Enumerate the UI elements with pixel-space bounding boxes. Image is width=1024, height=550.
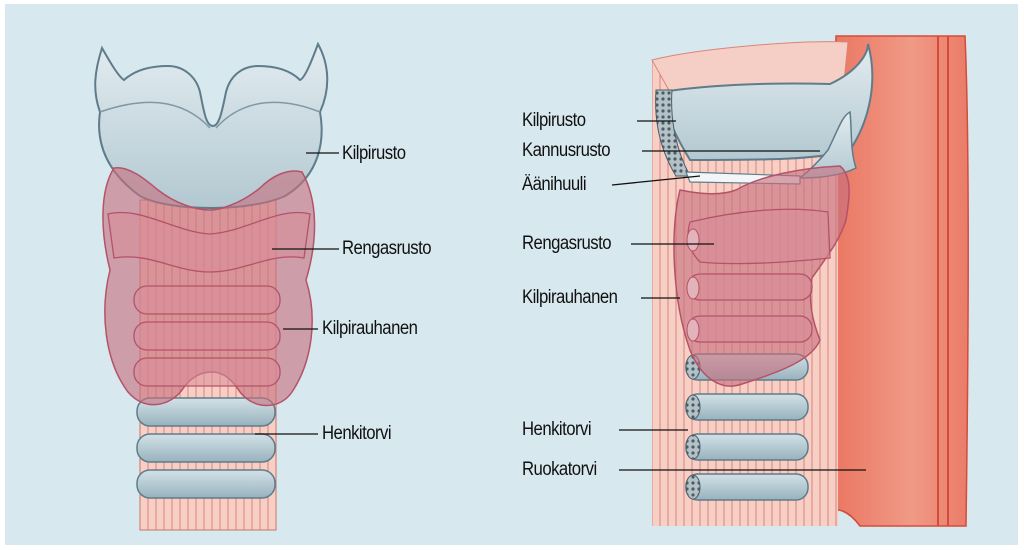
label-side-trachea: Henkitorvi xyxy=(522,419,591,441)
label-front-thyroid-gland: Kilpirauhanen xyxy=(322,318,417,340)
front-view xyxy=(95,44,339,530)
label-side-cricoid-cartilage: Rengasrusto xyxy=(522,233,611,255)
side-view xyxy=(612,36,968,526)
label-side-thyroid-cartilage: Kilpirusto xyxy=(522,110,585,132)
front-trachea-rings xyxy=(137,398,275,498)
label-side-esophagus: Ruokatorvi xyxy=(522,459,597,481)
label-side-arytenoid-cartilage: Kannusrusto xyxy=(522,140,610,162)
label-front-trachea: Henkitorvi xyxy=(322,423,391,445)
label-front-thyroid-cartilage: Kilpirusto xyxy=(342,143,405,165)
label-front-cricoid-cartilage: Rengasrusto xyxy=(342,238,431,260)
label-side-vocal-cord: Äänihuuli xyxy=(522,174,586,196)
label-side-thyroid-gland: Kilpirauhanen xyxy=(522,287,617,309)
